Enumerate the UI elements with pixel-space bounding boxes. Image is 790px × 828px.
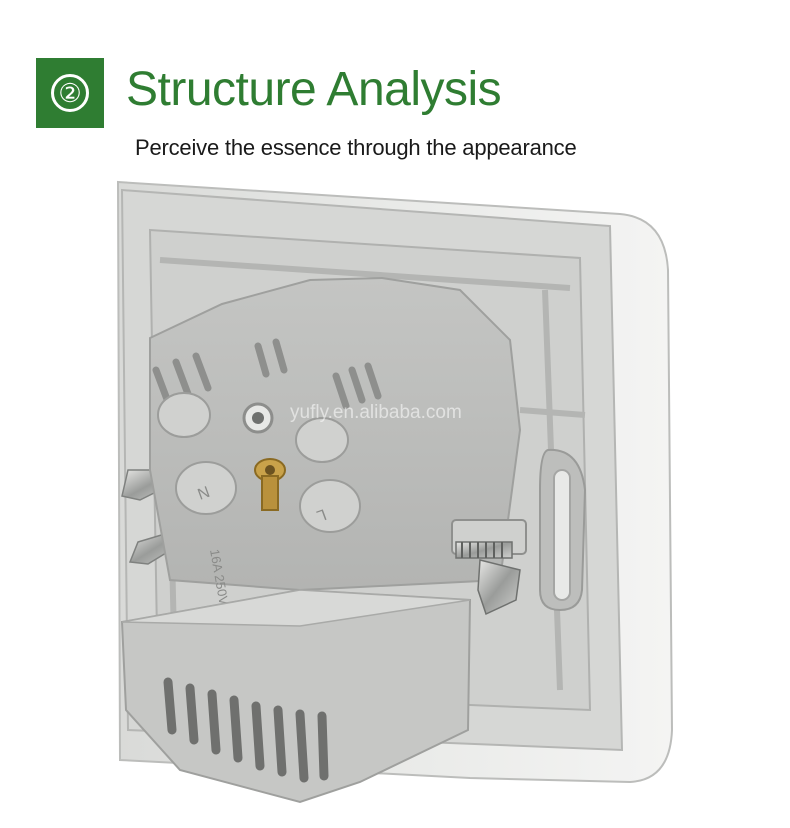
- page-title: Structure Analysis: [126, 63, 502, 116]
- neutral-label: N: [196, 484, 213, 504]
- socket-back-illustration: N L 16A 250V~: [116, 180, 674, 804]
- watermark: yufly.en.alibaba.com: [290, 402, 462, 423]
- product-photo: N L 16A 250V~: [0, 170, 790, 828]
- mounting-keyhole-slot: [539, 448, 587, 612]
- page-subtitle: Perceive the essence through the appeara…: [135, 135, 577, 160]
- brass-terminal: [254, 458, 286, 511]
- vent-slots: [163, 677, 329, 783]
- step-number: ②: [51, 74, 89, 112]
- screw-bosses: [157, 392, 361, 533]
- top-ribs: [152, 338, 382, 410]
- side-terminal-screw: [451, 519, 527, 616]
- step-badge: ②: [36, 58, 104, 128]
- header: ② Structure Analysis Perceive the essenc…: [0, 0, 790, 170]
